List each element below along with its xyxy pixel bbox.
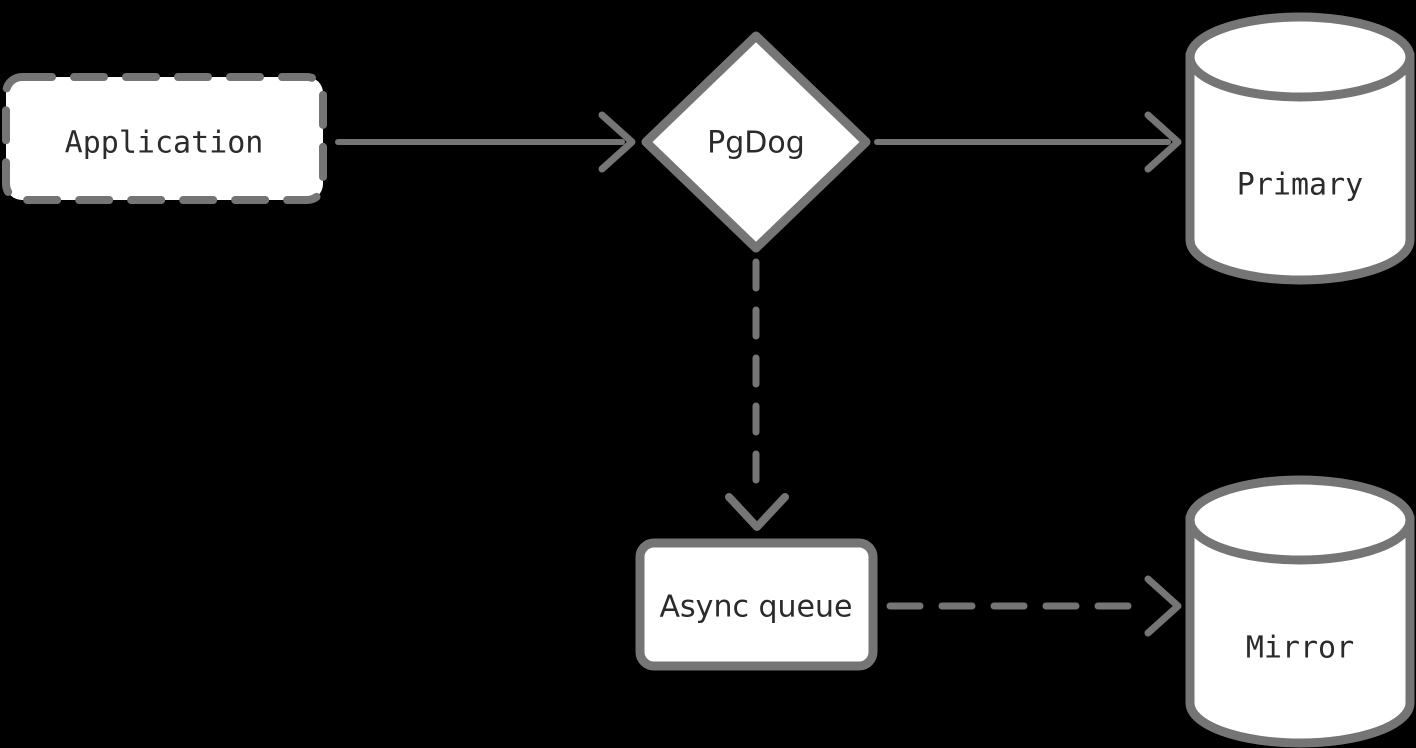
node-application[interactable]: Application [2, 73, 327, 204]
node-shape-cylinder-body [1185, 515, 1415, 748]
node-shape-cylinder-body [1185, 52, 1415, 285]
edge-pgdog-to-primary [874, 111, 1182, 173]
node-label-pgdog: PgDog [707, 126, 805, 161]
node-label-mirror: Mirror [1246, 631, 1354, 666]
arrowhead-right-icon [1144, 575, 1182, 637]
edge-async-queue-to-mirror [886, 575, 1182, 637]
arrowhead-right-icon [1144, 111, 1182, 173]
edge-application-to-pgdog [335, 111, 636, 173]
node-label-primary: Primary [1237, 168, 1363, 203]
node-async-queue[interactable]: Async queue [635, 538, 878, 671]
arrowhead-right-icon [598, 111, 636, 173]
node-shape-cylinder-top [1185, 12, 1415, 102]
node-label-async-queue: Async queue [660, 590, 853, 625]
node-shape-rounded-rect-dashed [2, 73, 327, 204]
node-shape-diamond [641, 31, 871, 253]
node-label-application: Application [65, 126, 264, 161]
node-shape-cylinder-top [1185, 475, 1415, 565]
node-shape-rounded-rect [635, 538, 878, 671]
node-pgdog[interactable]: PgDog [641, 31, 871, 253]
node-primary[interactable]: Primary [1185, 12, 1415, 285]
edge-pgdog-to-async-queue [725, 258, 789, 531]
node-mirror[interactable]: Mirror [1185, 475, 1415, 748]
arrowhead-down-icon [725, 493, 789, 531]
